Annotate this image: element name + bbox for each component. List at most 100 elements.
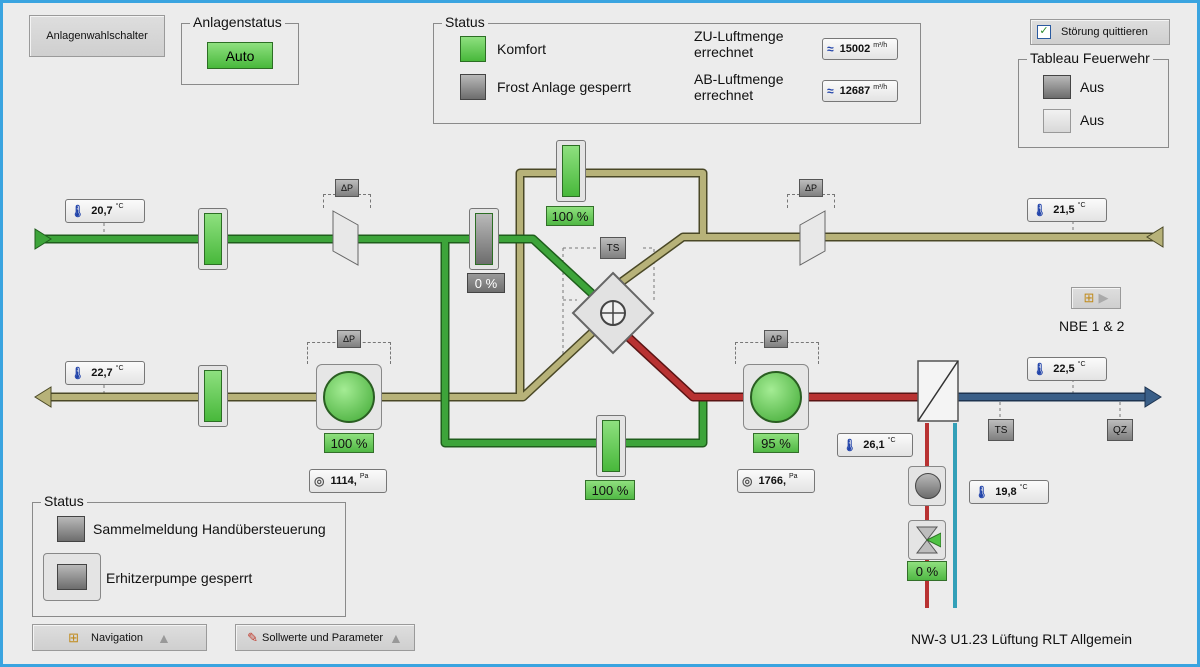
play-icon: ▶: [1098, 290, 1109, 305]
exhaust-fan-pressure-box: ◎ 1114, Pa: [309, 469, 387, 493]
approx-icon: ≈: [827, 42, 834, 56]
fire-panel-label-1: Aus: [1080, 79, 1105, 95]
exhaust-fan-pressure-unit: Pa: [359, 473, 369, 480]
status-frost-lamp: [460, 74, 486, 100]
tree-icon: ⊞: [1083, 290, 1095, 305]
temp-outdoor-unit: °C: [115, 203, 124, 210]
damper-bypass-top[interactable]: [556, 140, 586, 202]
damper-recirculation-value: 0 %: [474, 275, 498, 291]
plant-selector-label: Anlagenwahlschalter: [46, 30, 148, 42]
heater-pump[interactable]: [908, 466, 946, 506]
status-top-group: Status Komfort Frost Anlage gesperrt ZU-…: [433, 14, 921, 124]
heater-valve-value: 0 %: [915, 563, 939, 579]
dp-sensor-exhaust-fan[interactable]: ΔP: [337, 330, 361, 348]
status-pump-locked-label: Erhitzerpumpe gesperrt: [106, 570, 253, 586]
temp-exhaust-box: 🌡︎ 22,7 °C: [65, 361, 145, 385]
exhaust-fan[interactable]: [316, 364, 382, 430]
ts-sensor-supply[interactable]: TS: [988, 419, 1014, 441]
gauge-icon: ◎: [742, 474, 753, 488]
supply-fan-pressure-box: ◎ 1766, Pa: [737, 469, 815, 493]
supply-fan[interactable]: [743, 364, 809, 430]
temp-supply-value: 22,5: [1053, 363, 1075, 375]
tree-icon: ⊞: [68, 629, 80, 645]
nbe-button[interactable]: ⊞ ▶: [1071, 287, 1121, 309]
status-bottom-title: Status: [41, 493, 87, 509]
zu-flow-value-box: ≈ 15002 m³/h: [822, 38, 898, 60]
ab-flow-unit: m³/h: [873, 84, 888, 91]
triangle-up-icon: ▲: [389, 629, 403, 646]
damper-outdoor-air-blade: [204, 213, 222, 265]
zu-flow-unit: m³/h: [873, 42, 888, 49]
ab-flow-value-box: ≈ 12687 m³/h: [822, 80, 898, 102]
triangle-up-icon: ▲: [157, 629, 171, 646]
heater-valve-position: 0 %: [907, 561, 947, 581]
thermometer-icon: 🌡︎: [1032, 362, 1048, 376]
supply-fan-speed-value: 95 %: [761, 435, 791, 451]
temp-heater-flow-unit: °C: [887, 437, 896, 444]
plant-mode-value: Auto: [225, 47, 255, 64]
acknowledge-fault-label: Störung quittieren: [1061, 26, 1148, 38]
damper-outdoor-air[interactable]: [198, 208, 228, 270]
thermometer-icon: 🌡︎: [842, 438, 858, 452]
thermometer-icon: 🌡︎: [1032, 203, 1048, 217]
status-bottom-group: Status Sammelmeldung Handübersteuerung E…: [32, 493, 346, 617]
supply-fan-pressure-value: 1766,: [758, 475, 787, 487]
damper-bypass-top-blade: [562, 145, 580, 197]
zu-flow-value: 15002: [839, 43, 871, 55]
dp-label: ΔP: [342, 334, 355, 344]
damper-bypass-top-position: 100 %: [546, 206, 594, 226]
pencil-icon: ✎: [247, 629, 258, 645]
damper-bypass-bottom-blade: [602, 420, 620, 472]
exhaust-fan-speed-value: 100 %: [330, 435, 368, 451]
checkbox-icon: ✓: [1037, 25, 1051, 39]
status-top-title: Status: [442, 14, 488, 30]
damper-bypass-bottom-value: 100 %: [591, 482, 629, 498]
qz-label: QZ: [1113, 424, 1127, 436]
damper-bypass-bottom-position: 100 %: [585, 480, 635, 500]
status-manual-override-label: Sammelmeldung Handübersteuerung: [93, 521, 326, 537]
damper-exhaust-air-blade: [204, 370, 222, 422]
fire-panel-lamp-1: [1043, 75, 1071, 99]
ab-flow-label-2: errechnet: [694, 87, 754, 103]
heater-valve[interactable]: [908, 520, 946, 560]
ab-flow-label-1: AB-Luftmenge: [694, 71, 784, 87]
dp-sensor-filter-extract[interactable]: ΔP: [799, 179, 823, 197]
qz-sensor-supply[interactable]: QZ: [1107, 419, 1133, 441]
supply-fan-speed: 95 %: [753, 433, 799, 453]
acknowledge-fault-button[interactable]: ✓ Störung quittieren: [1030, 19, 1170, 45]
fire-panel-label-2: Aus: [1080, 112, 1105, 128]
exhaust-fan-pressure-value: 1114,: [330, 475, 357, 487]
plant-name-title: NW-3 U1.23 Lüftung RLT Allgemein: [911, 631, 1133, 647]
temp-heater-return-box: 🌡︎ 19,8 °C: [969, 480, 1049, 504]
ts-label: TS: [606, 242, 620, 254]
temp-supply-unit: °C: [1077, 361, 1086, 368]
plant-mode-indicator: Auto: [207, 42, 273, 69]
status-pump-locked-lamp: [57, 564, 87, 590]
temp-outdoor-box: 🌡︎ 20,7 °C: [65, 199, 145, 223]
temp-heater-return-unit: °C: [1019, 484, 1028, 491]
ts-label: TS: [994, 424, 1008, 436]
navigation-button[interactable]: ⊞ Navigation ▲: [32, 624, 207, 651]
status-komfort-label: Komfort: [497, 41, 547, 57]
temp-extract-unit: °C: [1077, 202, 1086, 209]
plant-selector-button[interactable]: Anlagenwahlschalter: [29, 15, 165, 57]
temp-supply-box: 🌡︎ 22,5 °C: [1027, 357, 1107, 381]
thermometer-icon: 🌡︎: [974, 485, 990, 499]
damper-bypass-bottom[interactable]: [596, 415, 626, 477]
damper-recirculation[interactable]: [469, 208, 499, 270]
ts-sensor-heat-recovery[interactable]: TS: [600, 237, 626, 259]
damper-exhaust-air[interactable]: [198, 365, 228, 427]
plant-status-group: Anlagenstatus Auto: [181, 14, 299, 85]
dp-sensor-filter-outdoor[interactable]: ΔP: [335, 179, 359, 197]
setpoints-button[interactable]: ✎ Sollwerte und Parameter ▲: [235, 624, 415, 651]
valve-icon: [915, 526, 941, 554]
temp-heater-flow-value: 26,1: [863, 439, 885, 451]
setpoints-label: Sollwerte und Parameter: [261, 631, 384, 644]
thermometer-icon: 🌡︎: [70, 204, 86, 218]
damper-bypass-top-value: 100 %: [551, 208, 589, 224]
status-komfort-lamp: [460, 36, 486, 62]
dp-label: ΔP: [804, 183, 817, 193]
dp-sensor-supply-fan[interactable]: ΔP: [764, 330, 788, 348]
temp-heater-return-value: 19,8: [995, 486, 1017, 498]
approx-icon: ≈: [827, 84, 834, 98]
